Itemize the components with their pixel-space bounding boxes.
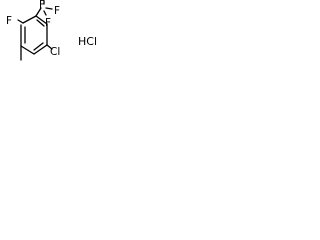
fluorine-bond: [17, 19, 24, 24]
chlorine-label: Cl: [50, 46, 60, 58]
ring-double-bond-2: [36, 19, 45, 27]
ring-bond-1: [22, 15, 37, 24]
ring-double-bond-3: [33, 42, 44, 51]
chemical-structure: F F F F Cl HCl: [6, 0, 97, 61]
trifluoromethyl-f1-label: F: [39, 0, 45, 11]
salt-label: HCl: [78, 35, 97, 48]
fluorine-label: F: [6, 15, 12, 27]
cf3-f3-bond: [43, 10, 47, 16]
trifluoromethyl-f3-label: F: [45, 17, 51, 29]
cf3-bond: [35, 7, 42, 17]
ring-bond-5: [20, 45, 35, 55]
chlorine-bond: [46, 44, 53, 50]
cf3-f2-bond: [45, 7, 53, 10]
ring-bond-4: [33, 44, 48, 55]
trifluoromethyl-f2-label: F: [54, 5, 60, 17]
ring-bond-2: [35, 15, 48, 25]
